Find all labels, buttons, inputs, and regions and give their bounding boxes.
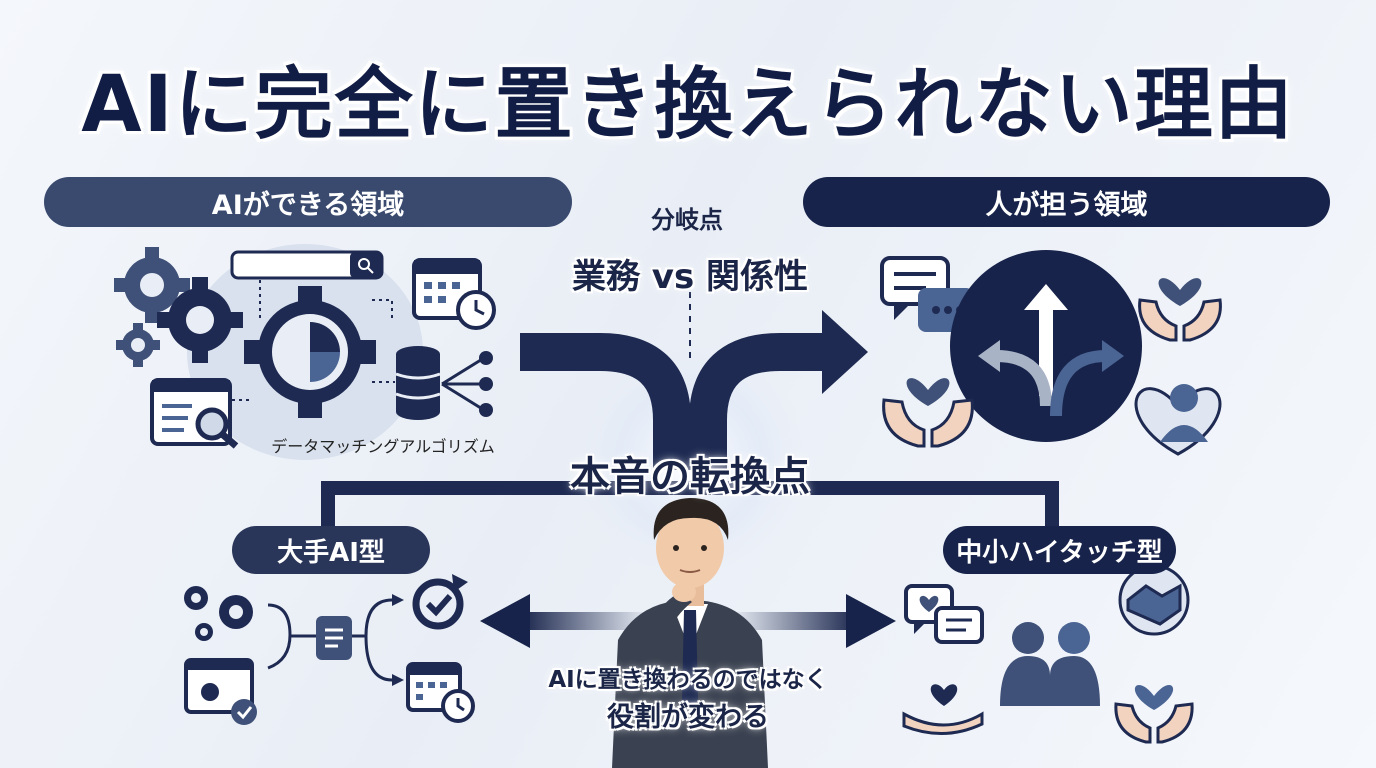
flow-bracket-lines bbox=[267, 598, 393, 682]
turning-point-label: 本音の転換点 bbox=[570, 454, 810, 500]
heart-chat-icon bbox=[904, 584, 984, 644]
branch-point-label: 分岐点 bbox=[651, 206, 723, 234]
gear-icon bbox=[157, 277, 243, 363]
type-bracket bbox=[321, 481, 1059, 530]
double-arrow-right-head bbox=[846, 594, 896, 648]
analytics-gear-icon bbox=[244, 286, 376, 418]
businessman-illustration bbox=[612, 498, 768, 768]
message-line-2: 役割が変わる bbox=[607, 702, 769, 733]
small-hightouch-type-label: 中小ハイタッチ型 bbox=[956, 537, 1163, 568]
refresh-check-icon bbox=[412, 574, 468, 630]
heart-hands-icon bbox=[882, 378, 974, 448]
handshake-heart-icon bbox=[1118, 564, 1190, 636]
large-ai-type-pill: 大手AI型 bbox=[232, 526, 430, 574]
search-bar-icon bbox=[230, 250, 384, 280]
crossroads-circle-icon bbox=[950, 250, 1142, 442]
dotted-connectors bbox=[232, 280, 395, 401]
gear-icon bbox=[116, 323, 160, 367]
message-line-1: AIに置き換わるのではなく bbox=[548, 667, 828, 693]
human-domain-pill: 人が担う領域 bbox=[803, 177, 1330, 227]
document-icon bbox=[316, 616, 352, 660]
heart-hands-icon bbox=[1114, 684, 1194, 744]
two-people-hug-icon bbox=[1000, 622, 1100, 706]
ai-domain-label: AIができる領域 bbox=[211, 189, 405, 221]
heart-hands-icon bbox=[1138, 278, 1222, 342]
human-domain-label: 人が担う領域 bbox=[985, 189, 1148, 221]
flow-arrow-head bbox=[392, 594, 404, 606]
large-ai-type-label: 大手AI型 bbox=[277, 537, 385, 568]
branch-flow-arrows bbox=[520, 333, 830, 470]
double-arrow-left-head bbox=[480, 594, 530, 648]
heart-palm-icon bbox=[902, 684, 984, 735]
calendar-clock-icon bbox=[406, 662, 475, 723]
double-arrow-left-shaft bbox=[520, 612, 650, 630]
algorithm-caption: データマッチングアルゴリズム bbox=[271, 437, 495, 456]
ai-domain-pill: AIができる領域 bbox=[44, 177, 572, 227]
flow-arrow-head bbox=[392, 674, 404, 686]
browser-settings-icon bbox=[184, 658, 257, 725]
double-arrow-right-shaft bbox=[730, 612, 860, 630]
page-title: AIに完全に置き換えられない理由 bbox=[81, 60, 1295, 150]
browser-search-icon bbox=[150, 378, 239, 449]
gear-cluster-icon bbox=[184, 586, 253, 641]
small-hightouch-type-pill: 中小ハイタッチ型 bbox=[943, 526, 1176, 574]
database-network-icon bbox=[395, 346, 493, 420]
branch-arrow-head bbox=[822, 310, 868, 394]
gear-icon bbox=[114, 247, 190, 323]
person-heart-icon bbox=[1134, 384, 1222, 456]
calendar-clock-icon bbox=[412, 258, 496, 330]
work-vs-relationship-label: 業務 vs 関係性 bbox=[571, 257, 809, 297]
